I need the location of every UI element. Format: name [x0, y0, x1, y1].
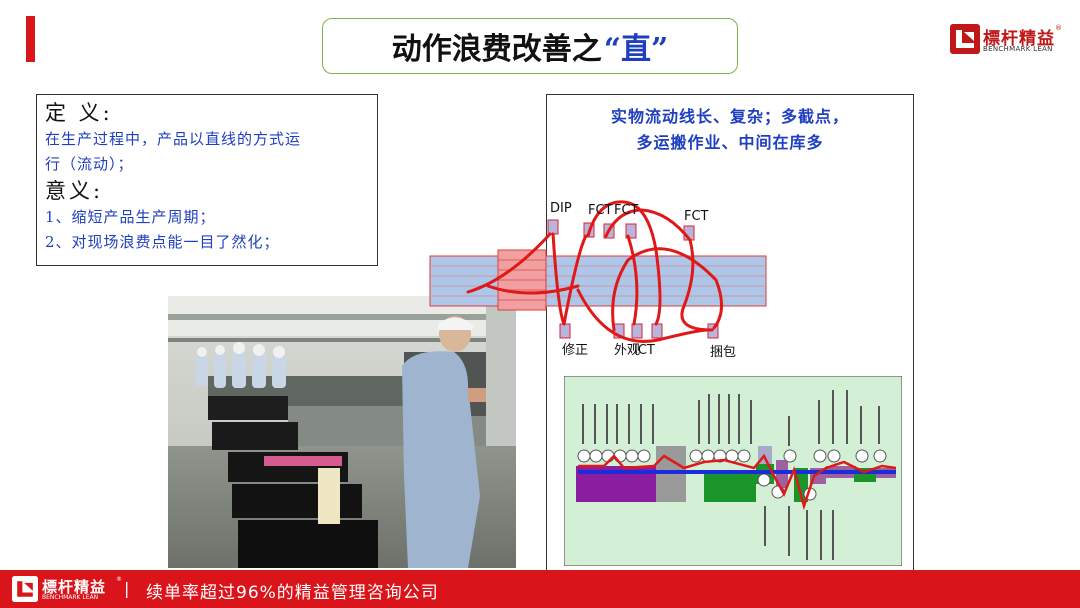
brand-name-cn: 標杆精益 [983, 29, 1055, 49]
footer-brand-en: BENCHMARK LEAN [42, 594, 99, 601]
station-label: 外观 [614, 343, 640, 358]
diagram-caption-line: 实物流动线长、复杂；多截点， [610, 107, 849, 126]
brand-logo: 標杆精益 ® BENCHMARK LEAN [950, 24, 1062, 56]
line-layout-diagram [564, 376, 902, 566]
station-label: ICT [634, 343, 655, 358]
accent-bar [26, 16, 35, 62]
station-label: DIP [550, 201, 572, 216]
footer-brand-registered: ® [116, 576, 122, 583]
definition-heading: 定 义: [45, 101, 113, 125]
definition-line: 行（流动）； [45, 155, 134, 173]
station-label: FCT [588, 203, 613, 218]
factory-photo [168, 296, 516, 568]
footer-brand-cn: 標杆精益 [42, 578, 107, 596]
station-label: 捆包 [710, 345, 736, 360]
brand-registered: ® [1055, 24, 1062, 32]
brand-name-en: BENCHMARK LEAN [983, 45, 1053, 53]
page-title: 动作浪费改善之“直” [322, 18, 738, 74]
brand-mark-icon [12, 576, 38, 602]
meaning-heading: 意义: [45, 179, 104, 203]
station-label: FCT [614, 203, 639, 218]
footer-slogan: 续单率超过96%的精益管理咨询公司 [146, 583, 439, 603]
brand-mark-icon [950, 24, 980, 54]
station-label: FCT [684, 209, 709, 224]
title-highlight: “直” [603, 32, 669, 67]
diagram-caption-line: 多运搬作业、中间在库多 [636, 133, 824, 152]
diagram-caption: 实物流动线长、复杂；多截点， 多运搬作业、中间在库多 [546, 104, 914, 156]
material-flow-diagram: DIP FCT FCT FCT 修正 外观 ICT 捆包 [429, 200, 767, 360]
meaning-line: 2、对现场浪费点能一目了然化； [45, 233, 280, 251]
definition-line: 在生产过程中，产品以直线的方式运 [45, 130, 302, 148]
footer-bar: 標杆精益 ® BENCHMARK LEAN | 续单率超过96%的精益管理咨询公… [0, 570, 1080, 608]
definition-box: 定 义: 在生产过程中，产品以直线的方式运 行（流动）； 意义: 1、缩短产品生… [36, 94, 378, 266]
title-main: 动作浪费改善之 [391, 32, 602, 67]
meaning-line: 1、缩短产品生产周期； [45, 208, 216, 226]
footer-separator: | [124, 579, 130, 598]
footer-logo: 標杆精益 ® BENCHMARK LEAN [12, 575, 124, 603]
station-label: 修正 [562, 343, 588, 358]
